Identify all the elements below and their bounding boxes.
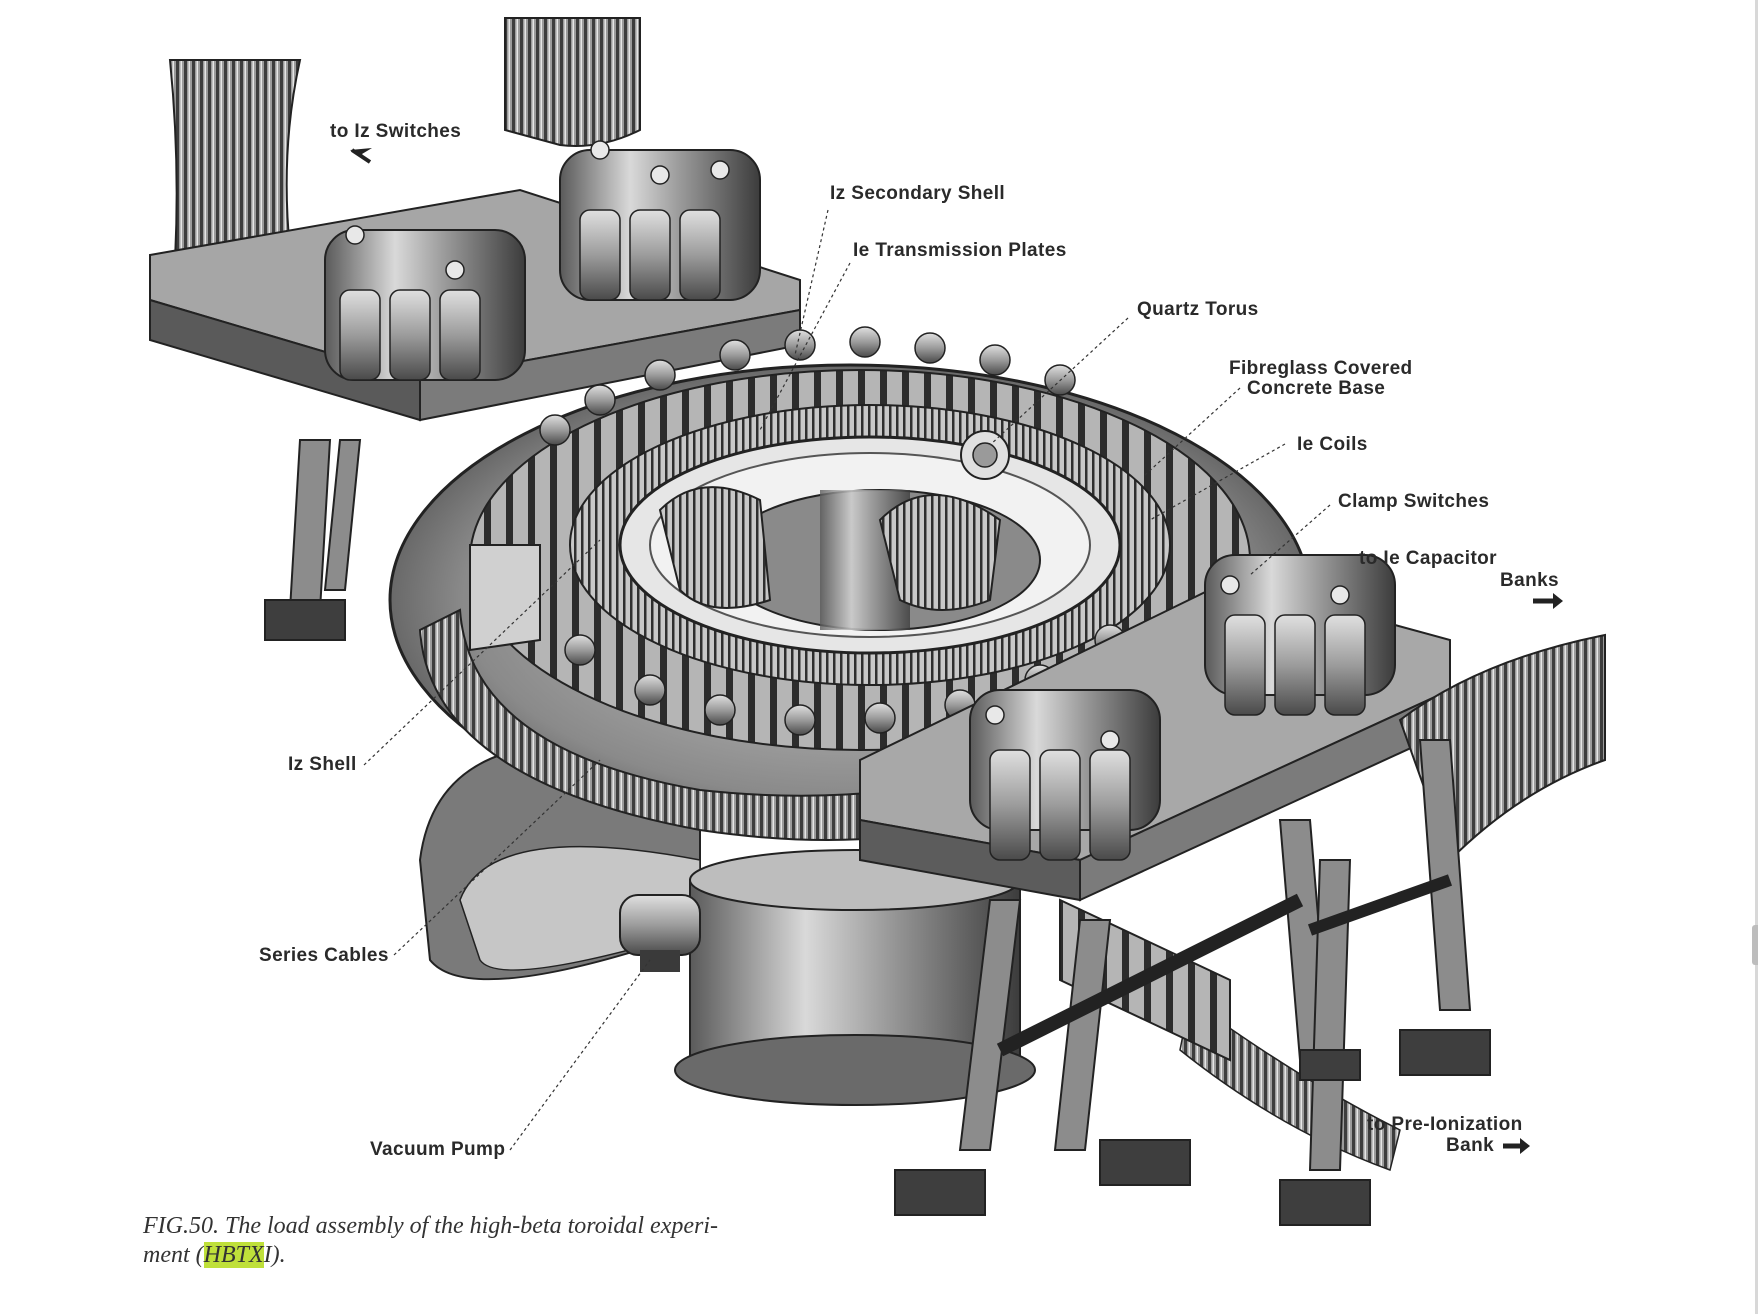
caption-highlight: HBTX xyxy=(203,1242,264,1268)
label-ie-transmission-plates: Ie Transmission Plates xyxy=(853,240,1067,261)
page-edge xyxy=(1755,0,1758,1314)
cable-bundle-left xyxy=(168,59,302,262)
caption-line-2: ment (HBTXI). xyxy=(143,1241,843,1270)
label-ie-capacitor-line2: Banks xyxy=(1500,570,1560,591)
caption-line-2-suffix: I). xyxy=(263,1242,286,1268)
label-fibreglass-line2: Concrete Base xyxy=(1247,378,1386,399)
arrow-ie-capacitor xyxy=(1533,593,1563,609)
label-ie-capacitor-line1: to Ie Capacitor xyxy=(1359,548,1497,569)
support-legs-back-left xyxy=(264,439,362,641)
label-vacuum-pump: Vacuum Pump xyxy=(370,1139,506,1160)
caption-line-1: FIG.50. The load assembly of the high-be… xyxy=(143,1213,719,1239)
figure-caption: FIG.50. The load assembly of the high-be… xyxy=(143,1212,843,1270)
label-iz-secondary-shell: Iz Secondary Shell xyxy=(830,183,1006,204)
label-iz-shell: Iz Shell xyxy=(288,754,357,775)
caption-line-2-prefix: ment ( xyxy=(143,1242,204,1268)
label-to-iz-switches: to Iz Switches xyxy=(330,121,462,142)
switch-platform-back-left xyxy=(149,140,801,422)
label-series-cables: Series Cables xyxy=(259,945,389,966)
cable-bundle-top xyxy=(504,17,641,147)
arrow-preionization xyxy=(1503,1138,1530,1154)
vacuum-pump xyxy=(619,894,701,972)
arrow-iz-switches xyxy=(350,148,372,164)
label-quartz-torus: Quartz Torus xyxy=(1137,299,1259,320)
label-preionization-line1: to Pre-Ionization xyxy=(1367,1114,1523,1135)
label-ie-coils: Ie Coils xyxy=(1297,434,1368,455)
support-legs-front-right xyxy=(894,739,1491,1226)
clamp-switch-platform xyxy=(859,554,1451,902)
label-fibreglass-line1: Fibreglass Covered xyxy=(1229,358,1413,379)
label-preionization-line2: Bank xyxy=(1446,1135,1495,1156)
leader-lines xyxy=(363,209,1331,1151)
label-clamp-switches: Clamp Switches xyxy=(1338,491,1490,512)
scroll-handle[interactable] xyxy=(1752,925,1758,965)
